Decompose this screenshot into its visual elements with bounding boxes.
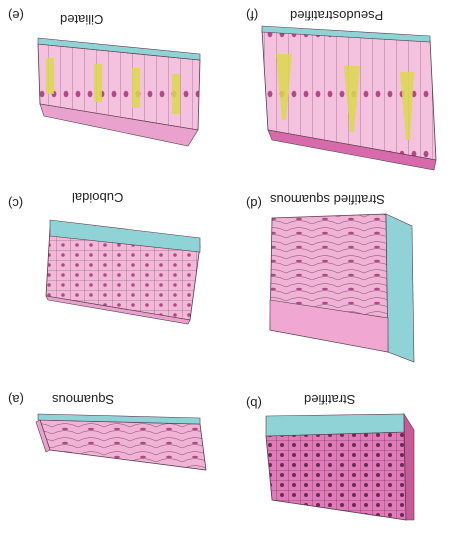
squamous-illustration bbox=[35, 413, 207, 471]
stratified-illustration bbox=[265, 412, 415, 521]
stratified-squamous-illustration bbox=[269, 213, 415, 363]
cuboidal-illustration bbox=[45, 219, 201, 325]
pseudostratified-illustration bbox=[261, 25, 437, 171]
ciliated-illustration bbox=[37, 37, 201, 147]
